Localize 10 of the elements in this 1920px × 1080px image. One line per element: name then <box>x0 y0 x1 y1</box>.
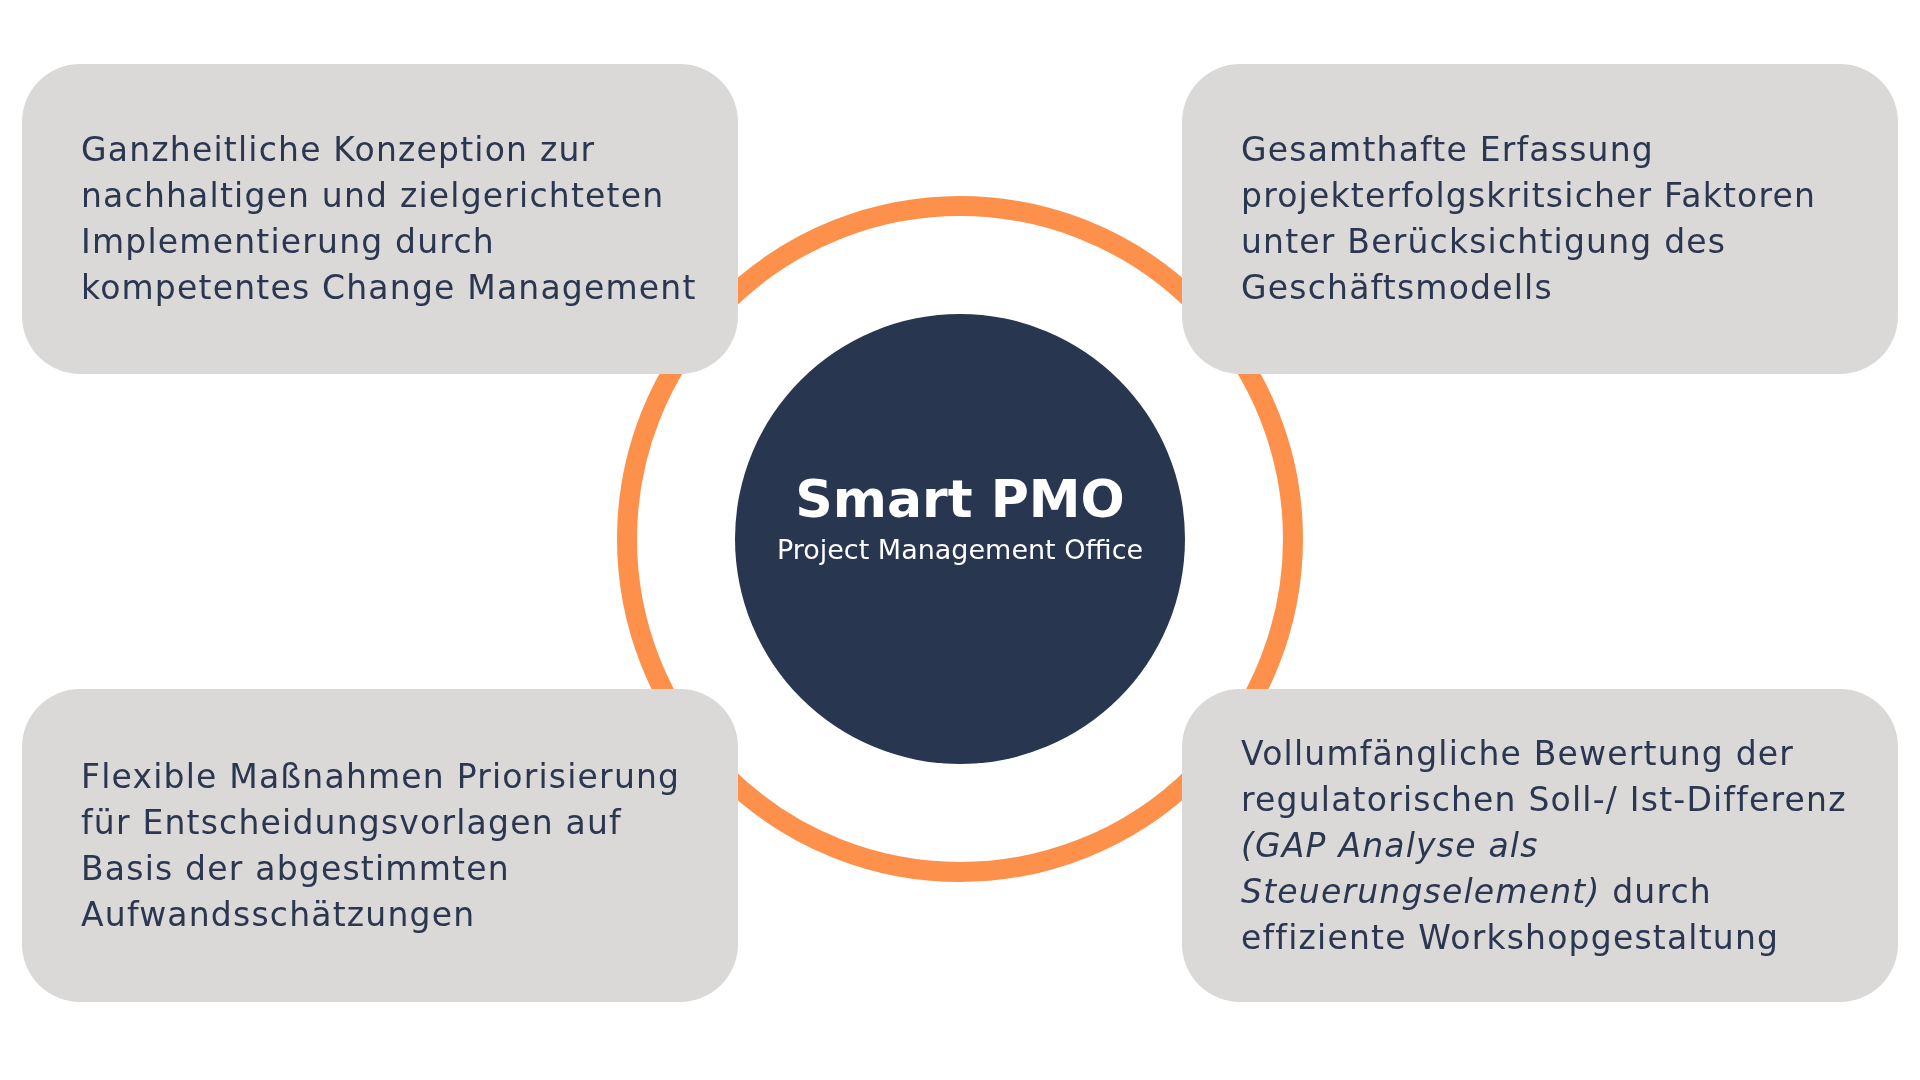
description-text: Ganzheitliche Konzeption zur nachhaltigen und zielgerichteten Implementierung durch kompetentes Change Management <box>81 129 698 309</box>
text-card <box>22 689 738 1002</box>
description-text: Vollumfängliche Bewertung der regulatorischen Soll-/ Ist-Differenz (GAP Analyse als Steuerungselement) durch effiziente Workshopgestaltung <box>1241 732 1848 959</box>
text-card <box>22 64 738 374</box>
description-text: Flexible Maßnahmen Priorisierung für Entscheidungsvorlagen auf Basis der abgestimmten Aufwandsschätzungen <box>81 755 682 936</box>
text-card <box>1182 689 1898 1002</box>
subtitle-text: Project Management Office <box>776 533 1144 567</box>
description-text: Gesamthafte Erfassung projekterfolgskritsicher Faktoren unter Berücksichtigung des Geschäftsmodells <box>1241 129 1818 309</box>
text-card <box>1182 64 1898 374</box>
title-text: Smart PMO <box>795 468 1125 530</box>
